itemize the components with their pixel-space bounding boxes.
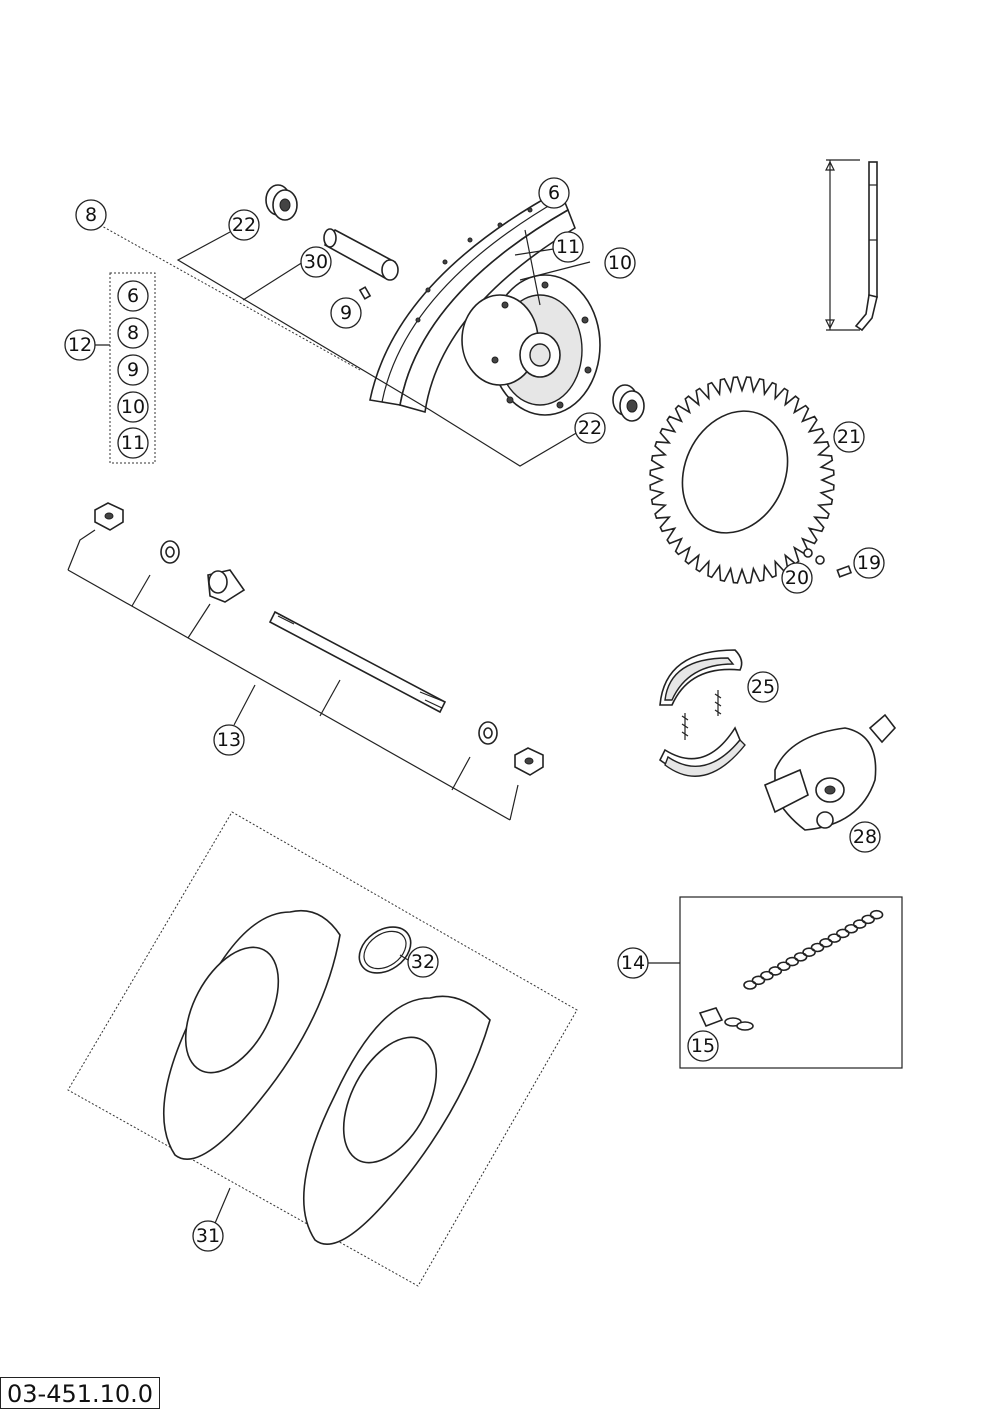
callout-13: 13 [213, 724, 245, 756]
callout-25: 25 [747, 671, 779, 703]
svg-text:21: 21 [837, 426, 861, 448]
svg-text:11: 11 [556, 236, 580, 258]
kit-member-9: 9 [117, 354, 149, 386]
svg-text:32: 32 [411, 951, 435, 973]
kit-member-11: 11 [117, 427, 149, 459]
svg-text:30: 30 [304, 251, 328, 273]
svg-text:14: 14 [621, 952, 645, 974]
callout-22-lower: 22 [574, 412, 606, 444]
callout-31: 31 [192, 1220, 224, 1252]
svg-text:8: 8 [85, 204, 97, 226]
svg-text:19: 19 [857, 552, 881, 574]
circlip-part [358, 926, 412, 974]
svg-text:8: 8 [127, 322, 139, 344]
svg-text:20: 20 [785, 567, 809, 589]
svg-text:28: 28 [853, 826, 877, 848]
svg-text:12: 12 [68, 334, 92, 356]
svg-text:9: 9 [127, 359, 139, 381]
brake-shoe-lower [658, 726, 746, 777]
kit-member-10: 10 [117, 391, 149, 423]
kit-member-6: 6 [117, 280, 149, 312]
gasket-right [302, 995, 491, 1245]
brake-spring [681, 690, 722, 740]
chain-kit-box [647, 896, 903, 1069]
svg-text:25: 25 [751, 676, 775, 698]
callout-8: 8 [75, 199, 107, 231]
callout-32: 32 [407, 946, 439, 978]
axle-assembly [94, 502, 544, 776]
svg-text:13: 13 [217, 729, 241, 751]
leader-lines [67, 224, 591, 961]
svg-text:6: 6 [127, 285, 139, 307]
svg-text:6: 6 [548, 182, 560, 204]
svg-text:22: 22 [232, 214, 256, 236]
callout-14: 14 [617, 947, 649, 979]
callout-28: 28 [849, 821, 881, 853]
callout-21: 21 [833, 421, 865, 453]
svg-text:22: 22 [578, 417, 602, 439]
svg-text:31: 31 [196, 1225, 220, 1247]
callout-30: 30 [300, 246, 332, 278]
svg-text:10: 10 [121, 396, 145, 418]
bearing-lower [612, 384, 645, 422]
spoke-part [825, 159, 878, 332]
brake-shoe-upper [659, 649, 743, 706]
drawing-number: 03-451.10.0 [0, 1377, 161, 1409]
callout-22-upper: 22 [228, 209, 260, 241]
kit-member-8: 8 [117, 317, 149, 349]
sprocket-bolt [803, 548, 853, 578]
svg-text:10: 10 [608, 252, 632, 274]
spacer-tube [323, 228, 399, 281]
callout-15: 15 [687, 1030, 719, 1062]
hub-part [461, 274, 601, 416]
callout-20: 20 [781, 562, 813, 594]
callout-12: 12 [64, 329, 96, 361]
callout-10: 10 [604, 247, 636, 279]
svg-text:11: 11 [121, 432, 145, 454]
sprocket-part [649, 376, 835, 584]
callout-11: 11 [552, 231, 584, 263]
gasket-left [162, 910, 341, 1160]
brake-plate [763, 713, 897, 831]
callout-9: 9 [330, 297, 362, 329]
callout-19: 19 [853, 547, 885, 579]
bearing-upper [265, 184, 298, 221]
svg-text:9: 9 [340, 302, 352, 324]
callout-6: 6 [538, 177, 570, 209]
spoke-nipple [358, 286, 372, 300]
svg-text:15: 15 [691, 1035, 715, 1057]
